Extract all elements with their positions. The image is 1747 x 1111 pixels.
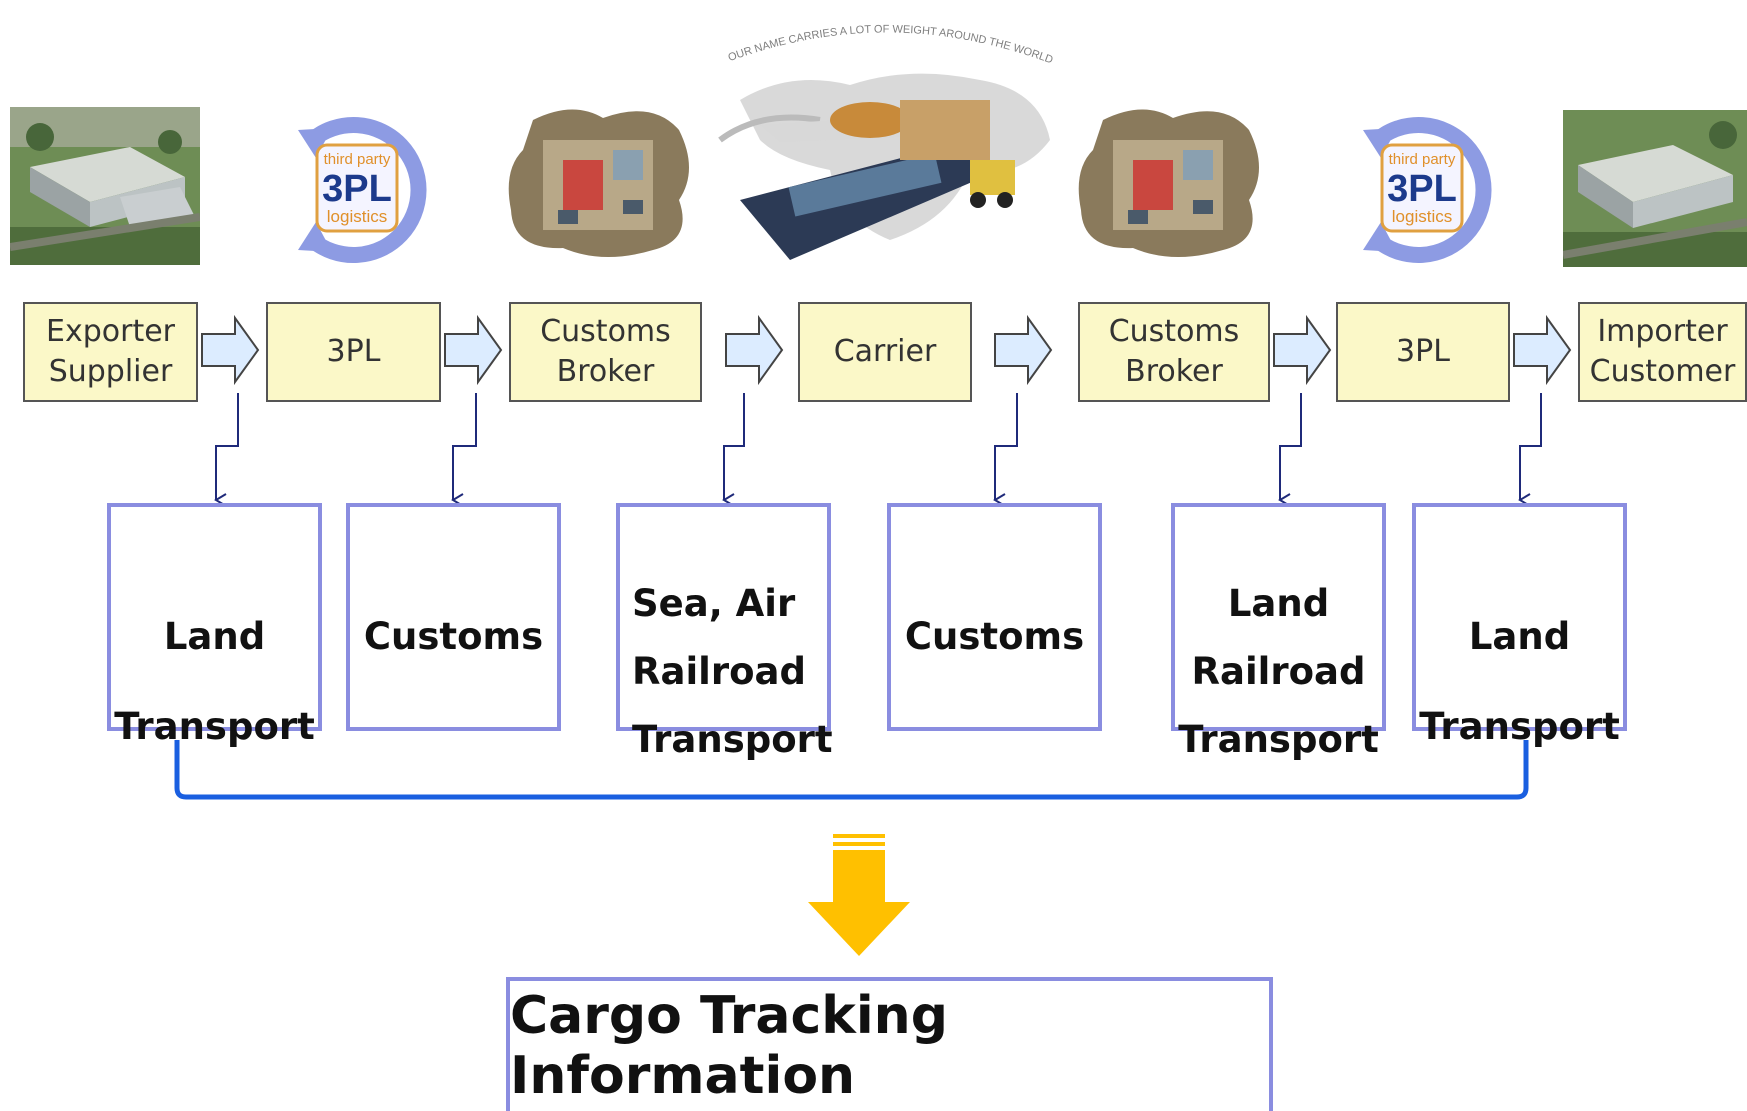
logo-line2: 3PL bbox=[322, 168, 392, 210]
down-arrow bbox=[808, 834, 910, 956]
mode-land-railroad: Land Railroad Transport bbox=[1171, 503, 1386, 761]
stage-exporter-supplier: Exporter Supplier bbox=[23, 302, 198, 402]
connector-line bbox=[722, 393, 745, 507]
connector-line bbox=[993, 393, 1018, 507]
flow-arrow bbox=[201, 314, 260, 386]
logo-line3: logistics bbox=[1392, 207, 1452, 226]
connector-line bbox=[1518, 393, 1542, 507]
flow-arrow bbox=[1513, 314, 1572, 386]
warehouse-illustration-left bbox=[508, 109, 689, 258]
mode-label: Land Transport bbox=[114, 615, 315, 748]
exporter-facility-photo bbox=[10, 107, 200, 265]
flow-arrow bbox=[994, 314, 1053, 386]
stage-3pl-origin: 3PL bbox=[266, 302, 441, 402]
logo-line1: third party bbox=[324, 151, 391, 168]
logo-line2: 3PL bbox=[1387, 168, 1457, 210]
aggregation-bracket bbox=[174, 740, 1529, 800]
connector-line bbox=[1278, 393, 1302, 507]
stage-importer-customer: Importer Customer bbox=[1578, 302, 1747, 402]
mode-customs-origin: Customs bbox=[346, 503, 561, 731]
flow-arrow bbox=[444, 314, 503, 386]
mode-sea-air-railroad: Sea, Air Railroad Transport bbox=[616, 503, 833, 761]
logo-line3: logistics bbox=[327, 207, 387, 226]
cargo-tracking-information: Cargo Tracking Information bbox=[506, 977, 1273, 1111]
global-transport-collage: OUR NAME CARRIES A LOT OF WEIGHT AROUND … bbox=[718, 23, 1055, 260]
mode-label: Customs bbox=[904, 615, 1085, 658]
mode-customs-destination: Customs bbox=[887, 503, 1102, 731]
stage-3pl-destination: 3PL bbox=[1336, 302, 1510, 402]
mode-land-transport-destination: Land Transport bbox=[1412, 503, 1627, 748]
mode-label: Land Transport bbox=[1419, 615, 1620, 748]
connector-line bbox=[214, 393, 239, 507]
mode-label: Customs bbox=[363, 615, 544, 658]
warehouse-illustration-right bbox=[1078, 109, 1259, 258]
logo-line1: third party bbox=[1389, 151, 1456, 168]
3pl-logo-right: third party 3PL logistics bbox=[1363, 117, 1492, 263]
3pl-logo-left: third party 3PL logistics bbox=[298, 117, 427, 263]
flow-arrow bbox=[1273, 314, 1332, 386]
connector-line bbox=[451, 393, 477, 507]
importer-facility-photo bbox=[1563, 110, 1747, 267]
stage-customs-broker-destination: Customs Broker bbox=[1078, 302, 1270, 402]
stage-carrier: Carrier bbox=[798, 302, 972, 402]
mode-label: Land Railroad Transport bbox=[1178, 582, 1379, 761]
mode-land-transport-origin: Land Transport bbox=[107, 503, 322, 748]
stage-customs-broker-origin: Customs Broker bbox=[509, 302, 702, 402]
flow-arrow bbox=[725, 314, 784, 386]
mode-label: Sea, Air Railroad Transport bbox=[632, 582, 833, 761]
